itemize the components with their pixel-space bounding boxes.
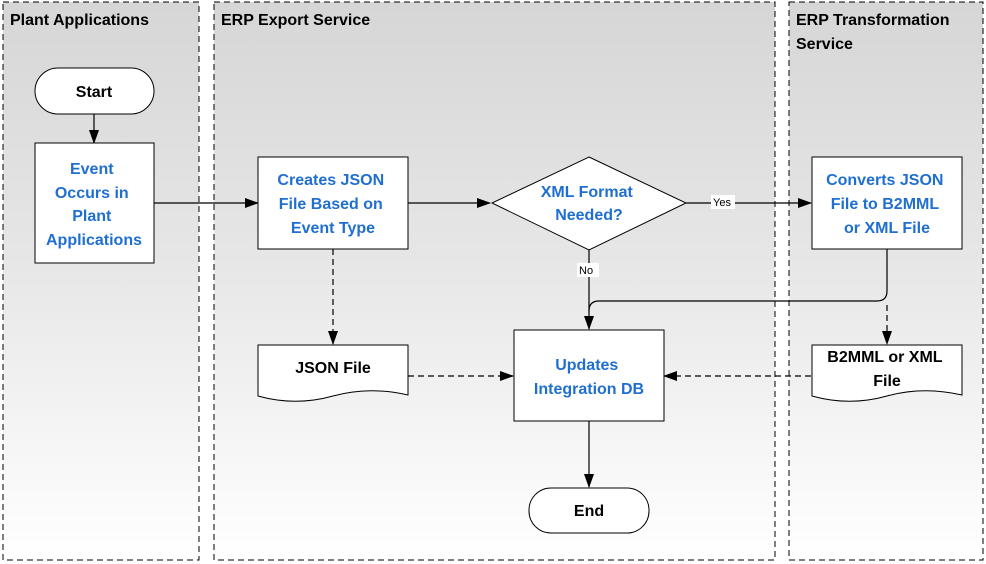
- node-end-label: End: [574, 503, 604, 520]
- node-start: [34, 67, 155, 115]
- edge-label-yes: Yes: [713, 197, 731, 209]
- node-decision-label: XML Format Needed?: [541, 184, 638, 224]
- no-label-bg: [577, 263, 599, 277]
- lane-erp-transformation-service: [788, 1, 984, 561]
- node-b2mml-file: [811, 344, 963, 402]
- lane-title-plant: Plant Applications: [10, 12, 149, 29]
- node-event-occurs: [34, 142, 155, 264]
- lane-erp-export-service: [213, 1, 776, 561]
- node-b2mml-file-label: B2MML or XML File: [827, 349, 946, 390]
- yes-label-bg: [711, 195, 735, 209]
- lane-title-export: ERP Export Service: [221, 12, 370, 29]
- edge-label-no: No: [579, 265, 593, 277]
- node-json-file-label: JSON File: [295, 360, 371, 377]
- node-json-file: [257, 344, 409, 402]
- node-updates-integration-db: [513, 329, 665, 422]
- edge-convert-to-updates: [588, 249, 888, 312]
- node-updates-label: Updates Integration DB: [534, 357, 644, 398]
- lane-title-transform-2: Service: [796, 36, 853, 53]
- lane-title-transform-1: ERP Transformation: [796, 12, 950, 29]
- node-xml-format-decision: [490, 156, 688, 251]
- node-converts-json: [811, 156, 963, 250]
- node-creates-json-label: Creates JSON File Based on Event Type: [277, 172, 388, 237]
- node-end: [528, 487, 650, 534]
- node-event-label: Event Occurs in Plant Applications: [46, 161, 142, 249]
- node-creates-json: [257, 156, 409, 250]
- node-converts-json-label: Converts JSON File to B2MML or XML File: [826, 172, 948, 237]
- node-start-label: Start: [76, 84, 113, 101]
